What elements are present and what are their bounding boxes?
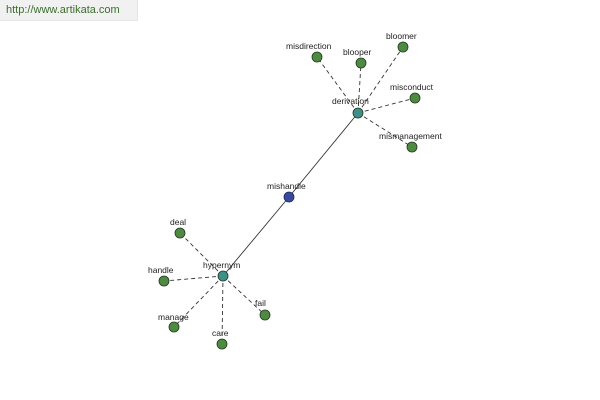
node-misconduct[interactable] xyxy=(409,92,421,104)
node-bloomer[interactable] xyxy=(397,41,409,53)
graph-labels: mishandle derivation hypernym misdirecti… xyxy=(148,31,442,338)
node-mismanagement[interactable] xyxy=(406,141,418,153)
label-mismanagement: mismanagement xyxy=(379,131,442,141)
node-mishandle[interactable] xyxy=(283,191,295,203)
edge-hypernym-manage xyxy=(173,275,224,328)
label-misdirection: misdirection xyxy=(286,41,332,51)
node-manage[interactable] xyxy=(168,321,180,333)
edge-derivation-mishandle xyxy=(288,112,359,198)
label-bloomer: bloomer xyxy=(386,31,417,41)
label-mishandle: mishandle xyxy=(267,181,306,191)
node-blooper[interactable] xyxy=(355,57,367,69)
edge-hypernym-deal xyxy=(179,232,224,277)
label-manage: manage xyxy=(158,312,189,322)
node-deal[interactable] xyxy=(174,227,186,239)
node-hypernym[interactable] xyxy=(217,270,229,282)
node-handle[interactable] xyxy=(158,275,170,287)
label-misconduct: misconduct xyxy=(390,82,434,92)
edge-hypernym-fail xyxy=(222,275,266,316)
label-blooper: blooper xyxy=(343,47,372,57)
edge-hypernym-handle xyxy=(163,275,224,282)
label-fail: fail xyxy=(255,298,266,308)
node-misdirection[interactable] xyxy=(311,51,323,63)
edge-mishandle-hypernym xyxy=(222,196,290,277)
label-care: care xyxy=(212,328,229,338)
node-care[interactable] xyxy=(216,338,228,350)
label-derivation: derivation xyxy=(332,96,369,106)
node-derivation[interactable] xyxy=(352,107,364,119)
edge-derivation-bloomer xyxy=(357,46,404,114)
label-handle: handle xyxy=(148,265,174,275)
label-hypernym: hypernym xyxy=(203,260,240,270)
graph-nodes xyxy=(158,41,421,350)
edge-hypernym-care xyxy=(221,275,224,345)
edge-derivation-misconduct xyxy=(357,97,416,114)
label-deal: deal xyxy=(170,217,186,227)
source-url-link[interactable]: http://www.artikata.com xyxy=(6,4,120,16)
edge-derivation-mismanagement xyxy=(357,112,413,148)
source-url-bar: http://www.artikata.com xyxy=(0,0,138,21)
edge-derivation-misdirection xyxy=(316,56,359,114)
graph-edges xyxy=(163,46,416,345)
edge-derivation-blooper xyxy=(357,62,362,114)
node-fail[interactable] xyxy=(259,309,271,321)
